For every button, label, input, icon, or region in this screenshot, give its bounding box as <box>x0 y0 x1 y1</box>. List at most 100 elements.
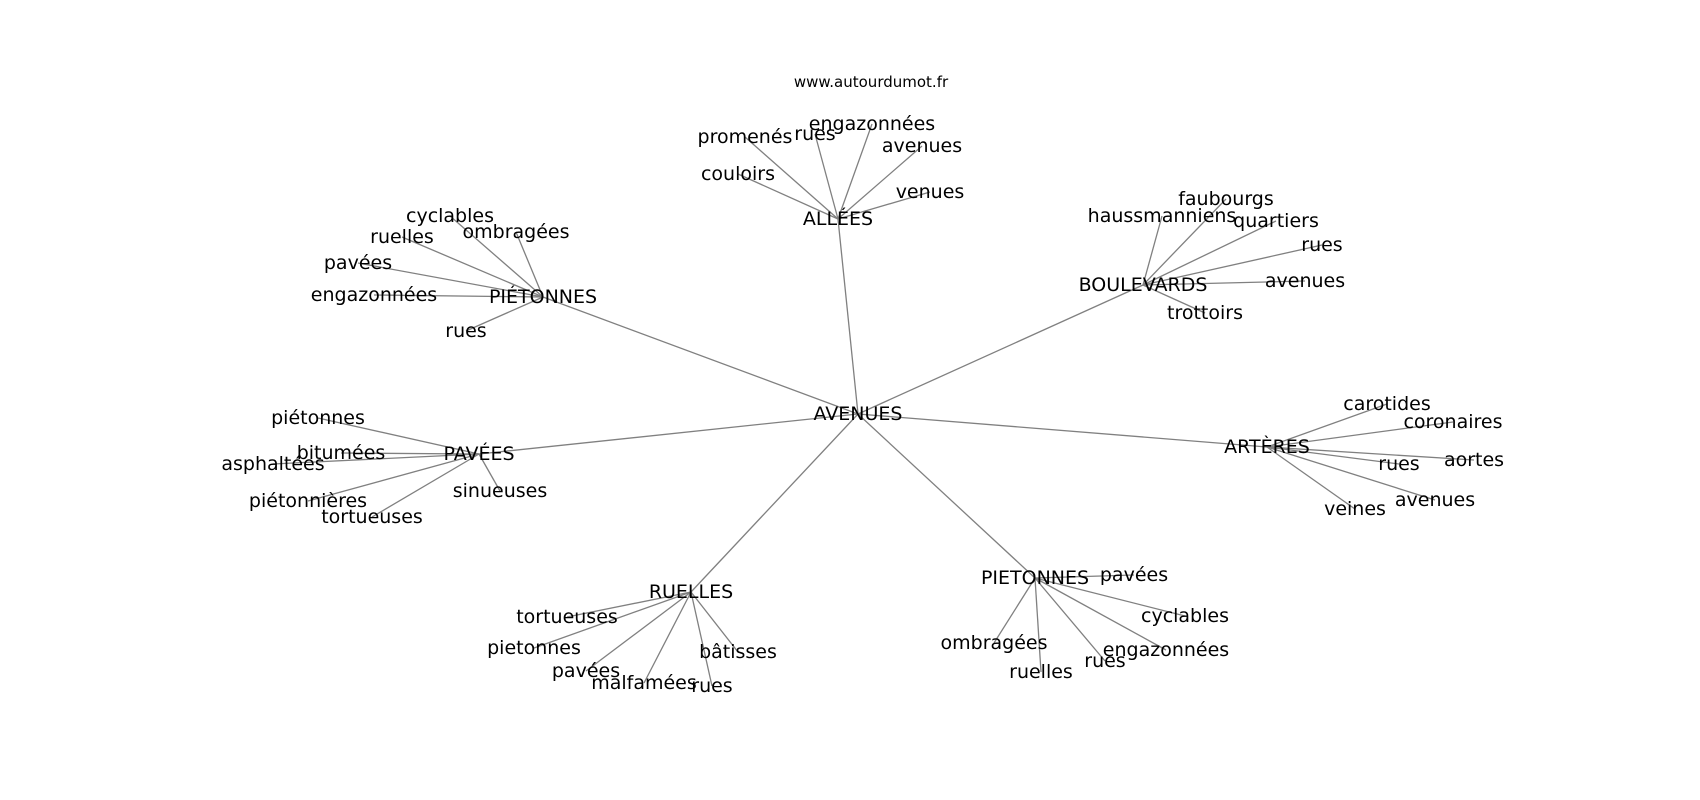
leaf-node-label: avenues <box>1395 489 1475 511</box>
edge-group-2-leaf-2 <box>1142 220 1277 286</box>
edge-center-2 <box>857 284 1144 415</box>
leaf-node-label: rues <box>1301 234 1342 256</box>
edge-group-3-leaf-4 <box>371 453 480 518</box>
leaf-node-label: pavées <box>552 660 620 682</box>
leaf-node-label: couloirs <box>701 163 775 185</box>
edge-group-4-leaf-2 <box>1266 446 1475 461</box>
leaf-node-label: veines <box>1324 498 1386 520</box>
edge-group-1-leaf-1 <box>515 231 544 298</box>
group-node-label: BOULEVARDS <box>1079 274 1208 296</box>
edge-group-1-leaf-2 <box>401 236 544 298</box>
leaf-node-label: rues <box>691 675 732 697</box>
leaf-node-label: venues <box>896 181 965 203</box>
edge-group-2-leaf-3 <box>1142 244 1323 286</box>
leaf-node-label: ombragées <box>941 632 1048 654</box>
edge-group-6-leaf-2 <box>1034 577 1167 651</box>
leaf-node-label: cyclables <box>406 205 494 227</box>
edge-group-2-leaf-4 <box>1142 280 1306 286</box>
edge-group-0-leaf-1 <box>814 133 839 220</box>
leaf-node-label: ombragées <box>463 221 570 243</box>
group-node-label: PIÉTONNES <box>489 285 597 308</box>
leaf-node-label: avenues <box>882 135 962 157</box>
leaf-node-label: rues <box>445 320 486 342</box>
source-label: www.autourdumot.fr <box>793 73 949 91</box>
edge-group-2-leaf-0 <box>1142 198 1227 286</box>
edge-group-5-leaf-4 <box>690 591 713 687</box>
edge-group-6-leaf-5 <box>993 577 1036 644</box>
edge-group-5-leaf-0 <box>566 591 692 618</box>
group-node-label: ARTÈRES <box>1224 435 1310 458</box>
edge-group-0-leaf-4 <box>737 173 839 220</box>
group-node-label: PIETONNES <box>981 567 1089 589</box>
edge-center-0 <box>837 218 859 415</box>
leaf-node-label: coronaires <box>1403 411 1502 433</box>
leaf-node-label: rues <box>1084 650 1125 672</box>
leaf-node-label: promenés <box>698 126 793 148</box>
leaf-node-label: carotides <box>1343 393 1431 415</box>
edge-group-4-leaf-5 <box>1266 446 1356 510</box>
leaf-node-label: sinueuses <box>453 480 547 502</box>
edge-group-0-leaf-5 <box>837 191 931 220</box>
leaf-node-label: pietonnes <box>487 637 581 659</box>
leaf-node-label: cyclables <box>1141 605 1229 627</box>
edge-group-3-leaf-3 <box>307 453 480 502</box>
edge-group-0-leaf-0 <box>744 136 839 220</box>
edge-group-5-leaf-1 <box>533 591 692 649</box>
graph-edges <box>272 123 1475 687</box>
edge-group-5-leaf-3 <box>643 591 692 684</box>
edge-group-4-leaf-4 <box>1266 446 1436 501</box>
edge-group-3-leaf-0 <box>317 417 480 455</box>
edge-group-6-leaf-4 <box>1034 577 1042 673</box>
leaf-node-label: ruelles <box>370 226 434 248</box>
edge-group-2-leaf-5 <box>1142 284 1206 314</box>
leaf-node-label: engazonnées <box>809 113 935 135</box>
edge-center-1 <box>542 296 859 415</box>
leaf-node-label: trottoirs <box>1167 302 1243 324</box>
edge-center-5 <box>690 413 859 593</box>
edge-group-6-leaf-3 <box>1034 577 1106 662</box>
leaf-node-label: quartiers <box>1233 210 1319 232</box>
leaf-node-label: haussmanniens <box>1088 205 1237 227</box>
edge-group-1-leaf-4 <box>373 294 544 298</box>
edge-group-3-leaf-1 <box>340 452 480 455</box>
leaf-node-label: engazonnées <box>1103 639 1229 661</box>
leaf-node-label: faubourgs <box>1178 188 1274 210</box>
leaf-node-label: tortueuses <box>321 506 423 528</box>
leaf-node-label: piétonnes <box>271 407 365 429</box>
group-node-label: PAVÉES <box>443 442 514 465</box>
leaf-node-label: tortueuses <box>516 606 618 628</box>
edge-center-3 <box>478 413 859 455</box>
edge-group-5-leaf-5 <box>690 591 739 653</box>
leaf-node-label: pavées <box>1100 564 1168 586</box>
edge-group-4-leaf-1 <box>1266 421 1454 448</box>
leaf-node-label: malfamées <box>591 672 697 694</box>
leaf-node-label: ruelles <box>1009 661 1073 683</box>
edge-center-6 <box>857 413 1036 579</box>
leaf-node-label: avenues <box>1265 270 1345 292</box>
leaf-node-label: bâtisses <box>699 641 777 663</box>
leaf-node-label: engazonnées <box>311 284 437 306</box>
edge-group-3-leaf-5 <box>478 453 501 492</box>
leaf-node-label: pavées <box>324 252 392 274</box>
edge-center-4 <box>857 413 1268 448</box>
center-node-label: AVENUES <box>814 403 903 425</box>
leaf-node-label: asphaltées <box>221 453 324 475</box>
edge-group-4-leaf-3 <box>1266 446 1400 465</box>
edge-group-0-leaf-2 <box>837 123 873 220</box>
edge-group-3-leaf-2 <box>272 453 480 465</box>
edge-group-5-leaf-2 <box>585 591 692 672</box>
edge-group-1-leaf-0 <box>449 215 544 298</box>
leaf-node-label: piétonnières <box>249 490 367 512</box>
leaf-node-label: rues <box>794 123 835 145</box>
edge-group-4-leaf-0 <box>1266 403 1388 448</box>
group-node-label: ALLÉES <box>803 207 873 230</box>
edge-group-1-leaf-5 <box>465 296 544 332</box>
group-node-label: RUELLES <box>649 581 733 603</box>
leaf-node-label: bitumées <box>297 442 386 464</box>
edge-group-1-leaf-3 <box>357 262 544 298</box>
edge-group-2-leaf-1 <box>1142 215 1163 286</box>
leaf-node-label: aortes <box>1444 449 1504 471</box>
